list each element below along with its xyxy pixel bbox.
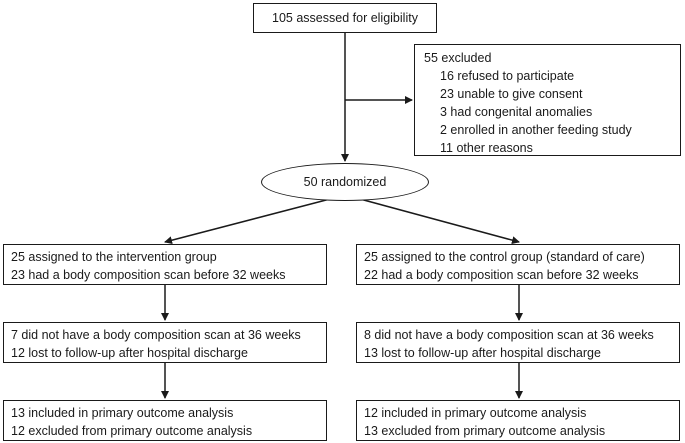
excluded-reason: 23 unable to give consent bbox=[440, 87, 583, 101]
excluded-reason: 11 other reasons bbox=[440, 141, 533, 155]
control-allocation-box: 25 assigned to the control group (standa… bbox=[356, 244, 680, 285]
control-allocation-line: 25 assigned to the control group (standa… bbox=[364, 250, 645, 264]
control-allocation-line: 22 had a body composition scan before 32… bbox=[364, 268, 639, 282]
randomized-text: 50 randomized bbox=[303, 175, 387, 189]
connector-random-to-intervention bbox=[164, 198, 331, 245]
randomized-ellipse: 50 randomized bbox=[261, 163, 429, 201]
control-followup-box: 8 did not have a body composition scan a… bbox=[356, 322, 680, 363]
control-followup-line: 8 did not have a body composition scan a… bbox=[364, 328, 654, 342]
intervention-followup-line: 7 did not have a body composition scan a… bbox=[11, 328, 301, 342]
excluded-reason: 3 had congenital anomalies bbox=[440, 105, 593, 119]
excluded-header: 55 excluded bbox=[424, 51, 492, 65]
eligibility-box: 105 assessed for eligibility bbox=[253, 3, 437, 33]
intervention-followup-line: 12 lost to follow-up after hospital disc… bbox=[11, 346, 248, 360]
eligibility-text: 105 assessed for eligibility bbox=[272, 11, 418, 25]
control-followup-line: 13 lost to follow-up after hospital disc… bbox=[364, 346, 601, 360]
excluded-reason: 2 enrolled in another feeding study bbox=[440, 123, 632, 137]
intervention-analysis-line: 13 included in primary outcome analysis bbox=[11, 406, 234, 420]
intervention-analysis-box: 13 included in primary outcome analysis … bbox=[3, 400, 327, 441]
intervention-analysis-line: 12 excluded from primary outcome analysi… bbox=[11, 424, 253, 438]
intervention-allocation-line: 25 assigned to the intervention group bbox=[11, 250, 217, 264]
control-analysis-line: 12 included in primary outcome analysis bbox=[364, 406, 587, 420]
control-analysis-box: 12 included in primary outcome analysis … bbox=[356, 400, 680, 441]
intervention-allocation-box: 25 assigned to the intervention group 23… bbox=[3, 244, 327, 285]
excluded-reason: 16 refused to participate bbox=[440, 69, 575, 83]
control-analysis-line: 13 excluded from primary outcome analysi… bbox=[364, 424, 606, 438]
connector-random-to-control bbox=[359, 198, 520, 245]
intervention-followup-box: 7 did not have a body composition scan a… bbox=[3, 322, 327, 363]
intervention-allocation-line: 23 had a body composition scan before 32… bbox=[11, 268, 286, 282]
excluded-box: 55 excluded 16 refused to participate 23… bbox=[414, 44, 681, 156]
